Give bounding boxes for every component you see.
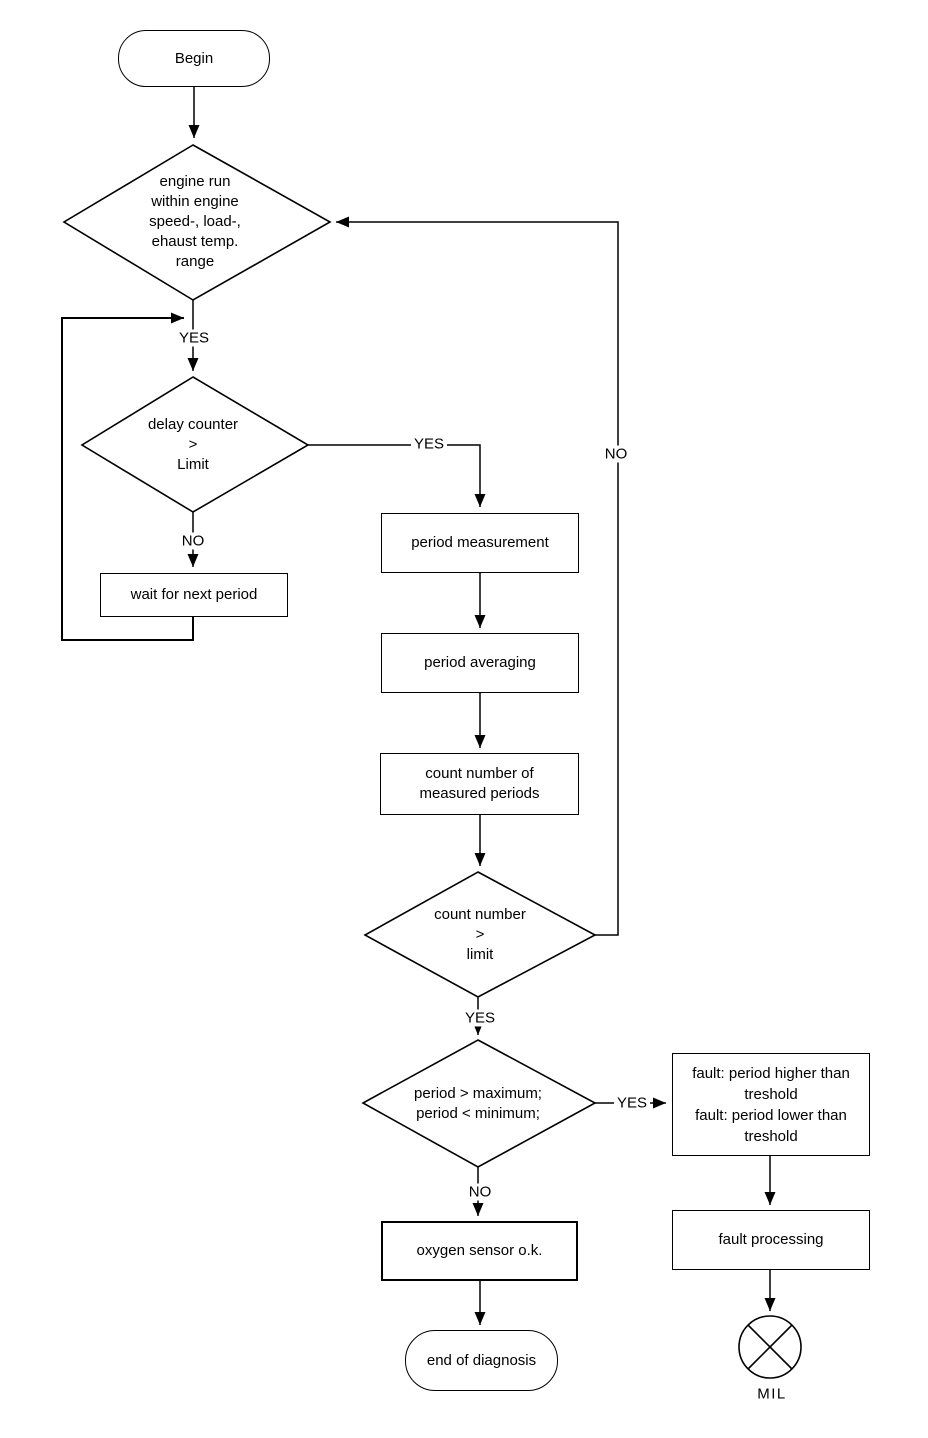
edge-label-delay-counter-yes: YES [410, 435, 448, 453]
edge-delay-counter-yes [308, 444, 486, 507]
period-averaging-label: period averaging [424, 654, 536, 671]
decision-period-range-shape [361, 1039, 597, 1168]
node-end-of-diagnosis: end of diagnosis [405, 1330, 558, 1391]
node-count-periods: count number of measured periods [380, 753, 579, 815]
period-measurement-label: period measurement [411, 534, 549, 551]
edge-label-period-range-yes: YES [613, 1094, 651, 1112]
node-oxygen-sensor-ok: oxygen sensor o.k. [381, 1221, 578, 1281]
mil-caption: MIL [757, 1385, 787, 1403]
fault-processing-label: fault processing [718, 1231, 824, 1248]
decision-delay-counter-shape [80, 376, 310, 513]
oxygen-sensor-ok-label: oxygen sensor o.k. [416, 1242, 543, 1259]
count-periods-label: count number of measured periods [419, 765, 540, 802]
fault-thresholds-label: fault: period higher than treshold fault… [692, 1064, 850, 1145]
node-wait-for-next-period: wait for next period [100, 573, 288, 617]
decision-count-number-shape [363, 871, 597, 998]
edge-label-delay-counter-no: NO [178, 532, 208, 550]
wait-for-next-period-label: wait for next period [130, 586, 258, 603]
node-count-number-decision: count number > limit [380, 894, 580, 976]
end-of-diagnosis-label: end of diagnosis [426, 1351, 537, 1369]
edge-label-engine-run-yes: YES [175, 329, 213, 347]
node-period-averaging: period averaging [381, 633, 579, 693]
node-delay-counter-decision: delay counter > Limit [93, 404, 293, 486]
delay-counter-label: delay counter > Limit [147, 416, 239, 473]
mil-lamp-cross-icon [747, 1324, 793, 1370]
count-number-label: count number > limit [434, 906, 526, 963]
engine-run-label: engine run within engine speed-, load-, … [149, 173, 241, 270]
period-range-label: period > maximum; period < minimum; [414, 1085, 542, 1122]
node-period-measurement: period measurement [381, 513, 579, 573]
node-period-range-decision: period > maximum; period < minimum; [368, 1075, 588, 1133]
edge-label-count-number-no: NO [601, 445, 631, 463]
edge-wait-loop-back [61, 312, 194, 641]
begin-label: Begin [174, 49, 214, 67]
node-engine-run-decision: engine run within engine speed-, load-, … [75, 167, 315, 277]
node-fault-thresholds: fault: period higher than treshold fault… [672, 1053, 870, 1156]
edge-count-number-no-loop [336, 216, 619, 936]
decision-engine-run-shape [62, 144, 332, 301]
node-begin: Begin [118, 30, 270, 87]
edge-label-count-number-yes: YES [461, 1009, 499, 1027]
edge-label-period-range-no: NO [465, 1183, 495, 1201]
node-fault-processing: fault processing [672, 1210, 870, 1270]
